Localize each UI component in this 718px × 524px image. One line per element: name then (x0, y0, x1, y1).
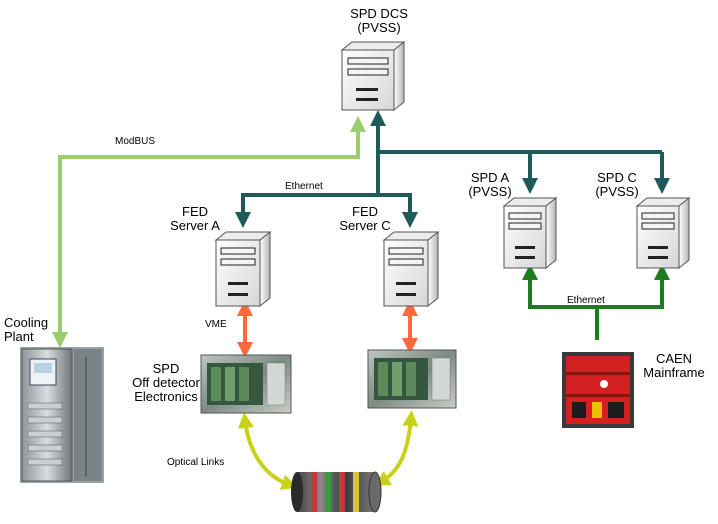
vme-links (237, 300, 418, 358)
modbus-link (52, 116, 366, 348)
modbus-label: ModBUS (115, 136, 156, 147)
spd-off-detector-label-line1: SPD (152, 361, 180, 376)
spd-dcs-label-line2: (PVSS) (357, 20, 401, 35)
optical-links-label: Optical Links (167, 457, 225, 468)
spd-off-detector-label-line3: Electronics (134, 389, 198, 404)
spd-c-computer-icon (635, 196, 691, 270)
spd-dcs-label-line1: SPD DCS (350, 6, 408, 21)
cooling-plant-label-line1: Cooling (4, 315, 49, 330)
cooling-plant-label: Cooling Plant (4, 316, 64, 344)
spd-a-label-line1: SPD A (470, 170, 510, 185)
cooling-plant-label-line2: Plant (4, 329, 34, 344)
ethernet-caen-link (522, 264, 670, 340)
caen-mainframe-label: CAEN Mainframe (632, 352, 716, 380)
ethernet-tree (235, 110, 670, 228)
caen-mainframe-label-line2: Mainframe (643, 365, 705, 380)
fed-server-c-label-line2: Server C (339, 218, 391, 233)
fed-server-a-computer-icon (214, 230, 272, 308)
spd-c-label: SPD C (PVSS) (582, 171, 652, 199)
fed-server-a-label: FED Server A (156, 205, 234, 233)
spd-a-label-line2: (PVSS) (468, 184, 512, 199)
fed-server-c-label-line1: FED (352, 204, 378, 219)
ethernet-caen-label: Ethernet (567, 295, 605, 306)
optical-links (238, 410, 419, 490)
spd-a-label: SPD A (PVSS) (455, 171, 525, 199)
fed-server-a-label-line1: FED (182, 204, 208, 219)
spd-off-detector-label: SPD Off detector Electronics (118, 362, 214, 404)
spd-c-label-line1: SPD C (597, 170, 637, 185)
fed-server-c-label: FED Server C (326, 205, 404, 233)
fed-server-c-computer-icon (382, 230, 440, 308)
vme-label: VME (205, 319, 227, 330)
spd-off-detector-crate-a-image (200, 354, 292, 414)
spd-c-label-line2: (PVSS) (595, 184, 639, 199)
caen-mainframe-image (562, 352, 634, 428)
spd-off-detector-label-line2: Off detector (132, 375, 200, 390)
ethernet-top-label: Ethernet (285, 181, 323, 192)
spd-detector-barrel-image (291, 471, 382, 513)
caen-mainframe-label-line1: CAEN (655, 351, 693, 366)
cooling-plant-cabinet-image (20, 347, 104, 483)
fed-server-a-label-line2: Server A (170, 218, 220, 233)
spd-a-computer-icon (502, 196, 558, 270)
spd-dcs-computer-icon (340, 40, 406, 112)
spd-dcs-label: SPD DCS (PVSS) (344, 7, 414, 35)
spd-off-detector-crate-c-image (367, 349, 457, 409)
